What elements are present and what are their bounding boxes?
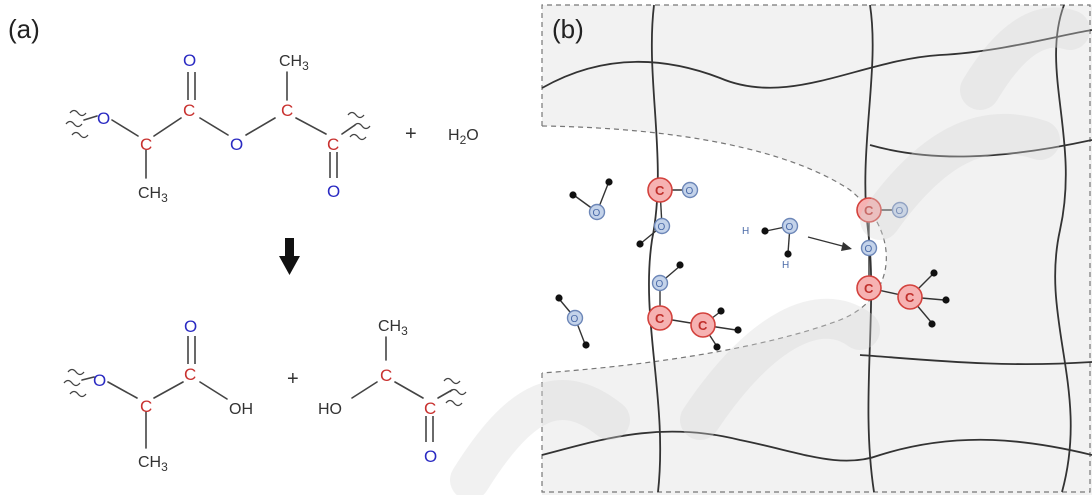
bond [341,124,356,135]
swelling-front [541,125,887,374]
chain-break-left [63,368,87,398]
bond [394,381,424,399]
chain-break-left [65,109,89,139]
svg-text:C: C [905,290,915,305]
svg-text:H: H [742,226,749,237]
chain-fragment-left: C O O O C C [636,177,742,351]
reactant-structure: O C C O O C CH3 C O CH3 [65,51,371,205]
svg-text:O: O [786,222,794,233]
atom-oxygen: O [230,135,243,154]
reaction-arrow [279,238,300,275]
bond [153,381,184,399]
polymer-chain [859,354,1092,366]
water-molecule: H2O [448,127,479,147]
chain-fragment-right: C O O C C [856,197,950,328]
atom-oxygen: O [97,109,110,128]
frame-border [541,4,1091,493]
chain-break-right [347,111,371,141]
svg-text:C: C [655,311,665,326]
atom-carbon: C [424,399,436,418]
polymer-chain [541,29,1092,89]
polymer-region [542,5,1092,495]
atom-carbon: C [380,366,392,385]
plus-sign: + [287,368,299,390]
bond [199,117,229,136]
atom-methyl: CH3 [138,454,168,474]
atom-carbon: C [140,135,152,154]
svg-text:O: O [686,186,694,197]
atom-carbon: C [140,397,152,416]
atom-hydroxyl: HO [318,401,342,418]
bond [81,376,95,381]
bond [199,381,228,400]
chain-break-right [443,377,467,407]
polymer-chain [864,4,875,493]
atom-oxygen: O [183,51,196,70]
svg-text:C: C [698,318,708,333]
bond [245,117,276,136]
watermark [450,7,1090,500]
atom-carbon: C [183,101,195,120]
atom-methyl: CH3 [279,53,309,73]
atom-hydroxyl: OH [229,401,253,418]
atom-oxygen: O [327,182,340,201]
bond [437,389,453,399]
svg-text:C: C [864,281,874,296]
product-left-structure: O C C O OH CH3 [63,317,253,474]
polymer-chain [869,139,1092,158]
panel-b: (b) O O [541,4,1092,495]
svg-text:O: O [656,279,664,290]
panel-a: (a) O C C O O C CH3 C [8,14,479,474]
atom-carbon: C [327,135,339,154]
svg-text:O: O [896,206,904,217]
atom-oxygen: O [424,447,437,466]
attack-arrow [807,236,852,251]
product-right-structure: CH3 C HO C O [318,318,467,466]
svg-text:O: O [571,314,579,325]
polymer-chain [648,4,662,493]
panel-a-label: (a) [8,14,40,44]
polymer-chain [541,430,1092,462]
plus-sign: + [405,123,417,145]
svg-text:C: C [655,183,665,198]
atom-oxygen: O [93,371,106,390]
bond [295,117,327,135]
svg-text:C: C [864,203,874,218]
atom-carbon: C [281,101,293,120]
svg-text:O: O [593,208,601,219]
atom-oxygen: O [184,317,197,336]
water-molecule-free: O [555,294,590,349]
atom-methyl: CH3 [138,185,168,205]
polymer-chain [1054,4,1072,493]
bond [111,119,139,137]
bond [153,117,182,137]
bond [107,381,138,399]
panel-b-label: (b) [552,14,584,44]
atom-methyl: CH3 [378,318,408,338]
bond [83,115,98,121]
water-molecule-attacking: O H H [742,217,799,271]
water-molecule-free: O [569,178,613,221]
svg-text:O: O [865,244,873,255]
bond [351,381,378,399]
svg-text:O: O [658,222,666,233]
svg-text:H: H [782,260,789,271]
atom-carbon: C [184,365,196,384]
